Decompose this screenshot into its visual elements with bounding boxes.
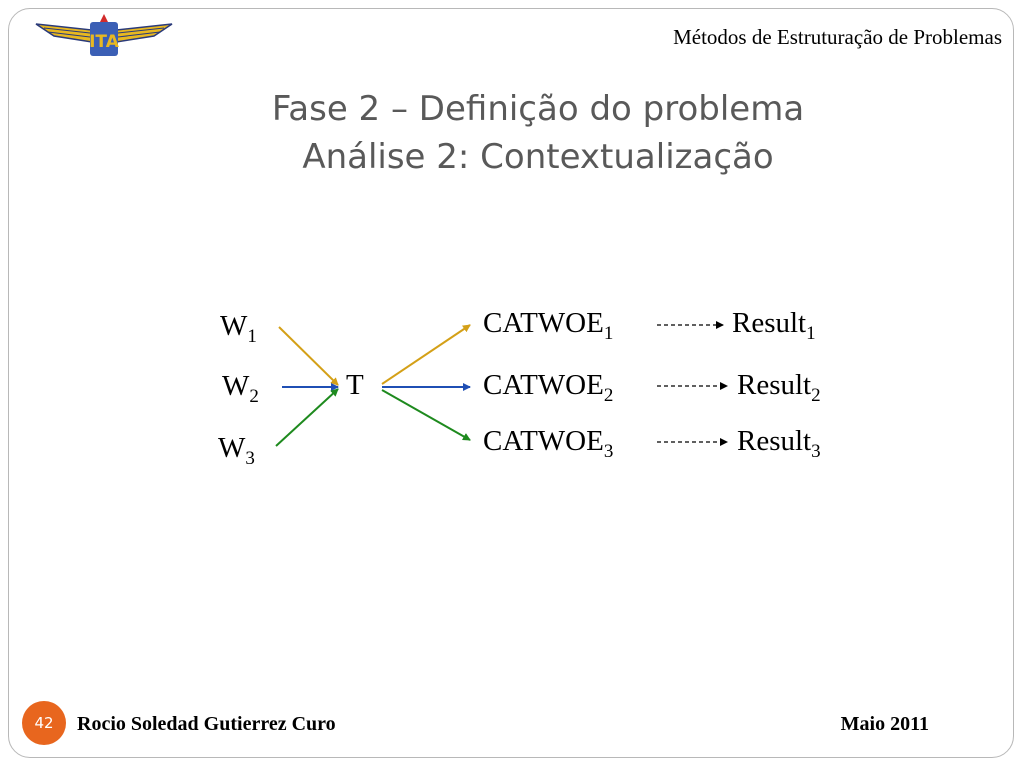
footer-author: Rocio Soledad Gutierrez Curo (77, 713, 336, 735)
title-line-2: Análise 2: Contextualização (302, 137, 774, 177)
arrow-w1-to-t (278, 326, 339, 386)
node-result3: Result3 (737, 425, 821, 462)
arrow-w3-to-t (275, 388, 339, 447)
node-w1: W1 (220, 310, 257, 347)
page-number-badge: 42 (22, 701, 66, 745)
node-result2: Result2 (737, 369, 821, 406)
title-line-1: Fase 2 – Definição do problema (271, 89, 805, 129)
node-catwoe3: CATWOE3 (483, 425, 614, 462)
node-result1: Result1 (732, 307, 816, 344)
logo-text: ITA (89, 32, 120, 52)
node-t: T (346, 369, 364, 401)
ita-logo: ITA (35, 14, 173, 56)
slide-title: Fase 2 – Definição do problema Análise 2… (0, 85, 1024, 181)
arrow-t-to-catwoe3 (381, 389, 471, 441)
node-catwoe1: CATWOE1 (483, 307, 614, 344)
node-catwoe2: CATWOE2 (483, 369, 614, 406)
footer-date: Maio 2011 (840, 713, 929, 735)
slide-frame (8, 8, 1014, 758)
node-w3: W3 (218, 432, 255, 469)
arrow-t-to-catwoe1 (381, 324, 471, 385)
node-w2: W2 (222, 370, 259, 407)
slide-header: Métodos de Estruturação de Problemas (673, 25, 1002, 49)
page-number: 42 (34, 714, 54, 732)
